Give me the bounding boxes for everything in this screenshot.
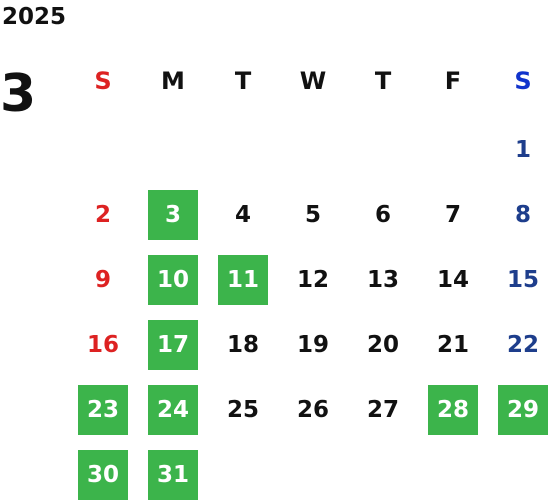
day-25[interactable]: 25 (226, 397, 259, 423)
day-29[interactable]: 29 (498, 385, 548, 435)
day-7[interactable]: 7 (444, 202, 461, 228)
day-20[interactable]: 20 (366, 332, 399, 358)
day-15[interactable]: 15 (506, 267, 539, 293)
weekday-friday: F (444, 67, 462, 95)
day-12[interactable]: 12 (296, 267, 329, 293)
month-number: 3 (0, 64, 37, 124)
weekday-sunday: S (94, 67, 112, 95)
weekday-thursday: T (374, 67, 392, 95)
day-28[interactable]: 28 (428, 385, 478, 435)
day-21[interactable]: 21 (436, 332, 469, 358)
day-4[interactable]: 4 (234, 202, 251, 228)
day-5[interactable]: 5 (304, 202, 321, 228)
day-8[interactable]: 8 (514, 202, 531, 228)
day-17[interactable]: 17 (148, 320, 198, 370)
day-27[interactable]: 27 (366, 397, 399, 423)
weekday-monday: M (161, 67, 185, 95)
day-11[interactable]: 11 (218, 255, 268, 305)
day-3[interactable]: 3 (148, 190, 198, 240)
day-30[interactable]: 30 (78, 450, 128, 500)
weekday-tuesday: T (234, 67, 252, 95)
day-18[interactable]: 18 (226, 332, 259, 358)
weekday-saturday: S (514, 67, 532, 95)
day-24[interactable]: 24 (148, 385, 198, 435)
day-13[interactable]: 13 (366, 267, 399, 293)
day-23[interactable]: 23 (78, 385, 128, 435)
weekday-wednesday: W (299, 67, 327, 95)
day-6[interactable]: 6 (374, 202, 391, 228)
day-16[interactable]: 16 (86, 332, 119, 358)
day-9[interactable]: 9 (94, 267, 111, 293)
day-26[interactable]: 26 (296, 397, 329, 423)
day-10[interactable]: 10 (148, 255, 198, 305)
day-2[interactable]: 2 (94, 202, 111, 228)
day-31[interactable]: 31 (148, 450, 198, 500)
day-1[interactable]: 1 (514, 137, 531, 163)
year-label: 2025 (2, 4, 67, 30)
day-19[interactable]: 19 (296, 332, 329, 358)
day-14[interactable]: 14 (436, 267, 469, 293)
day-22[interactable]: 22 (506, 332, 539, 358)
